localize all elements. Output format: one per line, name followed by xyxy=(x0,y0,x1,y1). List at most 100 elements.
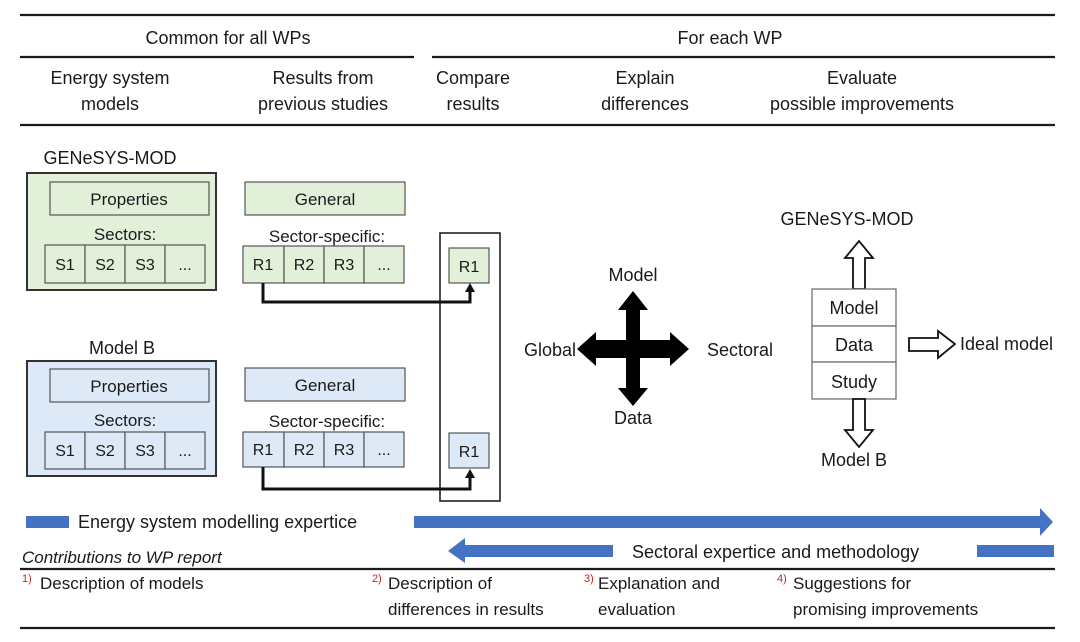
evaluate-top-label: GENeSYS-MOD xyxy=(780,209,913,229)
model-a-result-label: R2 xyxy=(294,257,315,274)
four-way-arrow-icon xyxy=(577,291,689,406)
each-title: For each WP xyxy=(677,28,782,48)
compare-a-result-label: R1 xyxy=(459,259,480,276)
model-a-properties-label: Properties xyxy=(90,190,167,209)
evaluate-stack-study xyxy=(811,361,897,400)
model-a-result-label: R1 xyxy=(253,257,274,274)
model-b-sector-label: ... xyxy=(178,443,191,460)
col-compare-l1: Compare xyxy=(436,68,510,88)
compare-a-result-box xyxy=(448,247,490,284)
model-b-result-label: ... xyxy=(377,442,390,459)
explain-up-label: Model xyxy=(608,265,657,285)
model-b-properties-box xyxy=(49,368,210,403)
compare-frame xyxy=(439,232,501,502)
model-b-result-label: R2 xyxy=(294,442,315,459)
common-title: Common for all WPs xyxy=(145,28,310,48)
explain-group: Model Data Global Sectoral xyxy=(524,265,773,428)
model-b-sector-label: S2 xyxy=(95,443,115,460)
contribution-2-line1: Description of xyxy=(388,574,492,593)
contribution-3-line1: Explanation and xyxy=(598,574,720,593)
model-b-result-cell xyxy=(242,431,285,468)
contribution-1-line1: Description of models xyxy=(40,574,203,593)
evaluate-stack-model-label: Model xyxy=(829,298,878,318)
col-energy-models-l2: models xyxy=(81,94,139,114)
contribution-1-number: 1) xyxy=(22,573,32,585)
model-a-group: GENeSYS-MOD Properties Sectors: S1 S2 S3… xyxy=(26,148,406,291)
model-a-properties-box xyxy=(49,181,210,216)
model-a-sector-label: S3 xyxy=(135,257,155,274)
model-a-title: GENeSYS-MOD xyxy=(43,148,176,168)
model-b-result-cell xyxy=(363,431,405,468)
explain-down-label: Data xyxy=(614,408,653,428)
evaluate-stack-data xyxy=(811,325,897,363)
model-b-result-cell xyxy=(323,431,365,468)
arrow-up-outline-icon xyxy=(843,239,875,290)
model-b-sector-label: S3 xyxy=(135,443,155,460)
col-results-l1: Results from xyxy=(272,68,373,88)
model-a-sector-cell xyxy=(44,244,86,284)
explain-left-label: Global xyxy=(524,340,576,360)
col-compare-l2: results xyxy=(446,94,499,114)
connector-b-arrowhead xyxy=(465,469,475,478)
contributions-group: Contributions to WP report 1) Descriptio… xyxy=(20,548,1055,630)
connector-a-arrowhead xyxy=(465,283,475,292)
contribution-4-number: 4) xyxy=(777,573,787,585)
energy-expertise-legend-swatch xyxy=(26,516,69,528)
model-a-result-cell xyxy=(323,245,365,284)
energy-expertise-arrow xyxy=(414,508,1053,536)
contribution-4-line2: promising improvements xyxy=(793,600,978,619)
col-explain-l2: differences xyxy=(601,94,689,114)
model-a-sector-cell xyxy=(84,244,126,284)
contribution-2-line2: differences in results xyxy=(388,600,544,619)
compare-b-result-box xyxy=(448,432,490,469)
model-a-general-label: General xyxy=(295,190,355,209)
model-a-sector-label: ... xyxy=(178,257,191,274)
model-a-result-label: R3 xyxy=(334,257,355,274)
col-results-l2: previous studies xyxy=(258,94,388,114)
model-a-general-box xyxy=(244,181,406,216)
model-b-sector-cell xyxy=(44,431,86,470)
model-a-sectors-label: Sectors: xyxy=(94,225,156,244)
connector-a xyxy=(261,283,472,304)
model-b-sectors-label: Sectors: xyxy=(94,411,156,430)
model-b-properties-label: Properties xyxy=(90,377,167,396)
arrow-down-outline-icon xyxy=(843,398,875,449)
evaluate-stack-model xyxy=(811,288,897,327)
col-explain-l1: Explain xyxy=(615,68,674,88)
energy-expertise-label: Energy system modelling expertice xyxy=(78,512,357,532)
sectoral-expertise-label: Sectoral expertice and methodology xyxy=(632,542,919,562)
col-evaluate-l2: possible improvements xyxy=(770,94,954,114)
model-a-sector-specific-label: Sector-specific: xyxy=(269,227,385,246)
explain-right-label: Sectoral xyxy=(707,340,773,360)
evaluate-group: GENeSYS-MOD Model Data Study Model B Ide… xyxy=(780,209,1053,470)
model-b-sector-specific-label: Sector-specific: xyxy=(269,412,385,431)
contribution-3-number: 3) xyxy=(584,573,594,585)
expertise-group: Energy system modelling expertice Sector… xyxy=(26,508,1054,563)
connector-b xyxy=(261,467,472,491)
model-b-general-box xyxy=(244,367,406,402)
evaluate-right-label: Ideal model xyxy=(960,334,1053,354)
compare-b-result-label: R1 xyxy=(459,444,480,461)
model-b-group: Model B Properties Sectors: S1 S2 S3 ...… xyxy=(26,338,406,477)
evaluate-stack-study-label: Study xyxy=(831,372,877,392)
model-a-result-cell xyxy=(363,245,405,284)
model-b-result-label: R1 xyxy=(253,442,274,459)
contribution-3-line2: evaluation xyxy=(598,600,676,619)
contribution-4-line1: Suggestions for xyxy=(793,574,911,593)
model-b-result-label: R3 xyxy=(334,442,355,459)
evaluate-stack-data-label: Data xyxy=(835,335,874,355)
model-a-sector-label: S1 xyxy=(55,257,75,274)
col-energy-models-l1: Energy system xyxy=(50,68,169,88)
contribution-2-number: 2) xyxy=(372,573,382,585)
model-b-title: Model B xyxy=(89,338,155,358)
model-a-result-label: ... xyxy=(377,257,390,274)
model-a-sector-cell xyxy=(164,244,206,284)
sectoral-expertise-tail xyxy=(977,545,1054,557)
sectoral-expertise-arrow xyxy=(448,538,613,563)
contributions-title: Contributions to WP report xyxy=(22,548,223,567)
model-b-sector-cell xyxy=(164,431,206,470)
model-a-sector-label: S2 xyxy=(95,257,115,274)
arrow-right-outline-icon xyxy=(908,329,957,360)
evaluate-bottom-label: Model B xyxy=(821,450,887,470)
